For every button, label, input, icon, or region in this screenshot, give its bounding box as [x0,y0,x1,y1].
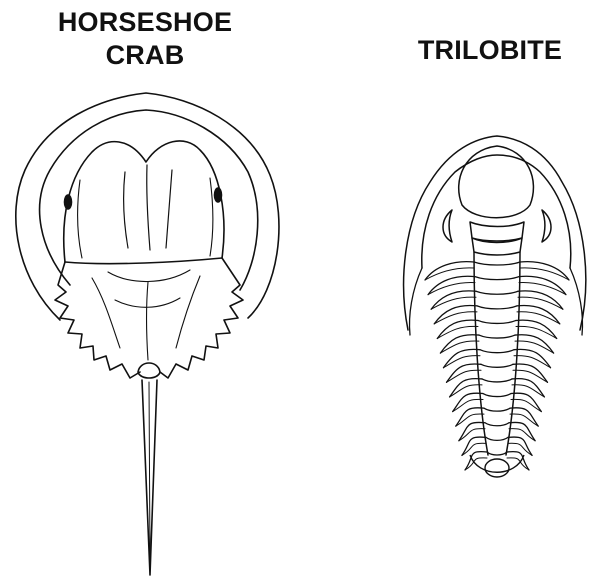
crab-cephalic-ridge-center [147,165,150,250]
trilobite-right-pleural-spine [518,291,563,309]
trilobite-axial-ring [487,452,507,455]
trilobite-pygidium-outline [470,455,524,472]
trilobite-axial-ring [477,306,517,309]
trilobite-axial-ring [474,262,520,265]
trilobite-left-pleural-furrow [428,282,475,294]
trilobite-right-pleural-spine [516,320,557,338]
crab-abdomen-ridge-b [115,298,180,307]
trilobite-left-genal-spine [410,268,423,335]
crab-cephalic-ridge-left [124,172,128,248]
trilobite-glabella [459,146,534,218]
crab-abdomen-ridge-a [108,270,190,282]
crab-abdomen-outline [55,258,243,378]
trilobite-right-pleural-furrow [517,312,560,324]
crab-hinge-line [65,258,222,264]
trilobite-cephalon-inner [422,155,571,268]
trilobite-left-eye [443,210,452,242]
trilobite-right-eye [542,210,551,242]
trilobite-cephalon-outline [404,136,586,330]
trilobite-axial-ring [486,437,508,440]
trilobite-axial-ring [475,277,519,280]
trilobite-left-pleural-furrow [431,297,476,309]
trilobite-drawing [404,136,586,455]
trilobite-left-pleural-spine [437,320,478,338]
trilobite-pygidium-center [485,459,509,477]
trilobite-neck-a [470,222,524,241]
trilobite-left-pleural-spine [431,291,476,309]
crab-telson-ridge [149,382,150,560]
trilobite-axial-ring [478,320,516,323]
trilobite-right-pleural-spine [515,335,554,353]
crab-cephalic-side-left [78,180,82,258]
trilobite-right-pleural-furrow [518,297,563,309]
trilobite-axial-ring [483,394,511,397]
trilobite-axial-ring [482,379,512,382]
crab-cephalic-lobe [64,141,224,262]
horseshoe-crab-drawing [16,93,279,575]
trilobite-axial-ring [480,350,514,353]
trilobite-axial-ring [485,423,509,426]
trilobite-left-pleural-spine [434,305,477,323]
trilobite-right-pleural-spine [517,305,560,323]
trilobite-segments [410,262,583,470]
trilobite-left-pleural-furrow [434,312,477,324]
trilobite-axial-ring [484,408,510,411]
trilobite-left-pleural-spine [440,335,479,353]
crab-abdomen-center [147,282,149,360]
crab-cephalic-ridge-right [166,170,172,248]
trilobite-left-pleural-spine [425,262,474,280]
trilobite-right-pleural-furrow [519,282,566,294]
crab-abdomen-inner-right [176,276,200,348]
crab-cephalic-side-right [210,178,213,256]
trilobite-axial-ring [481,364,513,367]
crab-abdomen-inner-left [92,278,120,348]
trilobite-axial-ring [476,291,518,294]
crab-telson-base [138,363,160,378]
trilobite-axial-ring [479,335,515,338]
trilobite-axial-lobe [474,252,520,455]
trilobite-right-pleural-spine [520,262,569,280]
